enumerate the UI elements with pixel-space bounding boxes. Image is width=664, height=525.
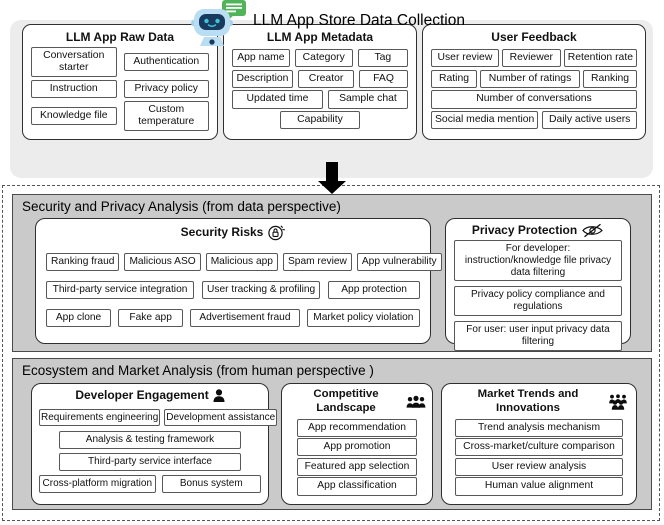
box-daily-active-users: Daily active users	[542, 111, 637, 130]
box-user-input-privacy-filtering: For user: user input privacy data filter…	[454, 320, 622, 351]
box-market-policy-violation: Market policy violation	[306, 308, 420, 327]
box-analysis-testing-framework: Analysis & testing framework	[59, 430, 241, 449]
box-conversation-starter: Conversation starter	[31, 46, 117, 78]
box-ranking-fraud: Ranking fraud	[46, 252, 120, 271]
metadata-rows: App name Category Tag Description Creato…	[232, 46, 409, 132]
panel-title: LLM App Raw Data	[65, 30, 175, 44]
box-knowledge-file: Knowledge file	[31, 107, 117, 126]
box-user-tracking-profiling: User tracking & profiling	[202, 280, 321, 299]
box-developer-privacy-filtering: For developer: instruction/knowledge fil…	[454, 240, 622, 282]
panel-security-risks: Security Risks Ranking fraud Malicious A…	[35, 218, 442, 344]
box-user-review-analysis: User review analysis	[455, 457, 623, 477]
robot-chat-icon	[191, 0, 249, 53]
panel-competitive-landscape: Competitive Landscape App recommendation…	[281, 383, 433, 505]
box-sample-chat: Sample chat	[327, 90, 408, 109]
box-spam-review: Spam review	[282, 252, 352, 271]
box-reviewer: Reviewer	[501, 48, 561, 68]
box-user-review: User review	[431, 48, 499, 68]
crowd-icon	[608, 394, 628, 410]
panel-title-row: Privacy Protection	[454, 223, 622, 238]
panel-llm-app-metadata: LLM App Metadata App name Category Tag D…	[223, 24, 417, 140]
page-title: LLM App Store Data Collection	[253, 12, 465, 29]
box-development-assistance: Development assistance	[164, 408, 278, 427]
raw-data-grid: Conversation starter Authentication Inst…	[31, 46, 209, 132]
box-number-of-conversations: Number of conversations	[431, 90, 637, 109]
box-number-of-ratings: Number of ratings	[480, 69, 580, 88]
box-creator: Creator	[297, 69, 355, 88]
box-rating: Rating	[431, 69, 478, 88]
box-cross-market-culture-comparison: Cross-market/culture comparison	[455, 438, 623, 457]
box-custom-temperature: Custom temperature	[123, 100, 209, 132]
section-title: Security and Privacy Analysis (from data…	[22, 199, 341, 214]
market-trends-rows: Trend analysis mechanism Cross-market/cu…	[450, 417, 628, 497]
box-third-party-service-integration: Third-party service integration	[46, 280, 195, 299]
panel-title: Privacy Protection	[471, 223, 578, 238]
box-description: Description	[232, 69, 293, 88]
panel-user-feedback: User Feedback User review Reviewer Reten…	[422, 24, 646, 140]
box-app-vulnerability: App vulnerability	[356, 252, 442, 271]
box-trend-analysis-mechanism: Trend analysis mechanism	[455, 418, 623, 437]
panel-privacy-protection: Privacy Protection For developer: instru…	[445, 218, 631, 351]
user-feedback-rows: User review Reviewer Retention rate Rati…	[431, 46, 637, 132]
panel-developer-engagement: Developer Engagement Requirements engine…	[31, 383, 278, 505]
flow-arrow	[326, 162, 338, 182]
section-ecosystem-market-analysis: Ecosystem and Market Analysis (from huma…	[12, 358, 652, 510]
box-capability: Capability	[280, 111, 360, 130]
section-security-privacy-analysis: Security and Privacy Analysis (from data…	[12, 194, 652, 352]
box-tag: Tag	[357, 48, 408, 68]
people-icon	[406, 395, 426, 408]
lock-circle-icon	[267, 223, 286, 241]
box-app-protection: App protection	[328, 280, 420, 299]
developer-engagement-rows: Requirements engineering Development ass…	[39, 404, 278, 497]
box-instruction: Instruction	[31, 80, 117, 99]
box-bonus-system: Bonus system	[161, 474, 261, 493]
box-advertisement-fraud: Advertisement fraud	[190, 308, 300, 327]
section-title: Ecosystem and Market Analysis (from huma…	[22, 363, 374, 378]
panel-title-row: Competitive Landscape	[288, 388, 426, 415]
panel-market-trends-innovations: Market Trends and Innovations	[441, 383, 637, 505]
box-faq: FAQ	[359, 69, 409, 88]
box-third-party-service-interface: Third-party service interface	[59, 452, 241, 471]
panel-llm-app-raw-data: LLM App Raw Data Conversation starter Au…	[22, 24, 218, 140]
box-ranking: Ranking	[583, 69, 637, 88]
panel-title-row: Security Risks	[46, 223, 420, 241]
security-risks-rows: Ranking fraud Malicious ASO Malicious ap…	[46, 243, 442, 337]
box-app-name: App name	[232, 48, 290, 68]
panel-title: Developer Engagement	[75, 388, 209, 402]
panel-title-row: Market Trends and Innovations	[450, 388, 628, 415]
box-app-recommendation: App recommendation	[297, 418, 417, 437]
box-category: Category	[294, 48, 353, 68]
box-app-promotion: App promotion	[297, 438, 417, 457]
panel-title: Market Trends and Innovations	[477, 388, 579, 414]
box-social-media-mention: Social media mention	[431, 111, 539, 130]
box-cross-platform-migration: Cross-platform migration	[39, 474, 156, 493]
person-icon	[213, 388, 225, 402]
panel-title: LLM App Metadata	[266, 30, 374, 44]
eye-slash-icon	[581, 223, 604, 238]
panel-title: User Feedback	[491, 30, 577, 44]
box-updated-time: Updated time	[232, 90, 323, 109]
box-malicious-app: Malicious app	[205, 252, 278, 271]
box-privacy-policy-compliance: Privacy policy compliance and regulation…	[454, 286, 622, 316]
box-app-classification: App classification	[297, 477, 417, 496]
competitive-landscape-rows: App recommendation App promotion Feature…	[288, 417, 426, 497]
box-retention-rate: Retention rate	[563, 48, 637, 68]
box-app-clone: App clone	[46, 308, 112, 327]
box-privacy-policy: Privacy policy	[123, 80, 209, 99]
data-collection-panels: LLM App Raw Data Conversation starter Au…	[22, 24, 646, 140]
box-featured-app-selection: Featured app selection	[297, 457, 417, 477]
box-human-value-alignment: Human value alignment	[455, 477, 623, 496]
box-authentication: Authentication	[123, 53, 209, 72]
panel-title: Competitive Landscape	[313, 388, 379, 414]
privacy-protection-rows: For developer: instruction/knowledge fil…	[454, 240, 622, 351]
box-fake-app: Fake app	[118, 308, 184, 327]
box-malicious-aso: Malicious ASO	[124, 252, 201, 271]
panel-title-row: Developer Engagement	[39, 388, 261, 402]
panel-title: Security Risks	[180, 224, 264, 239]
flow-arrow-head	[318, 181, 346, 194]
box-requirements-engineering: Requirements engineering	[39, 408, 161, 427]
